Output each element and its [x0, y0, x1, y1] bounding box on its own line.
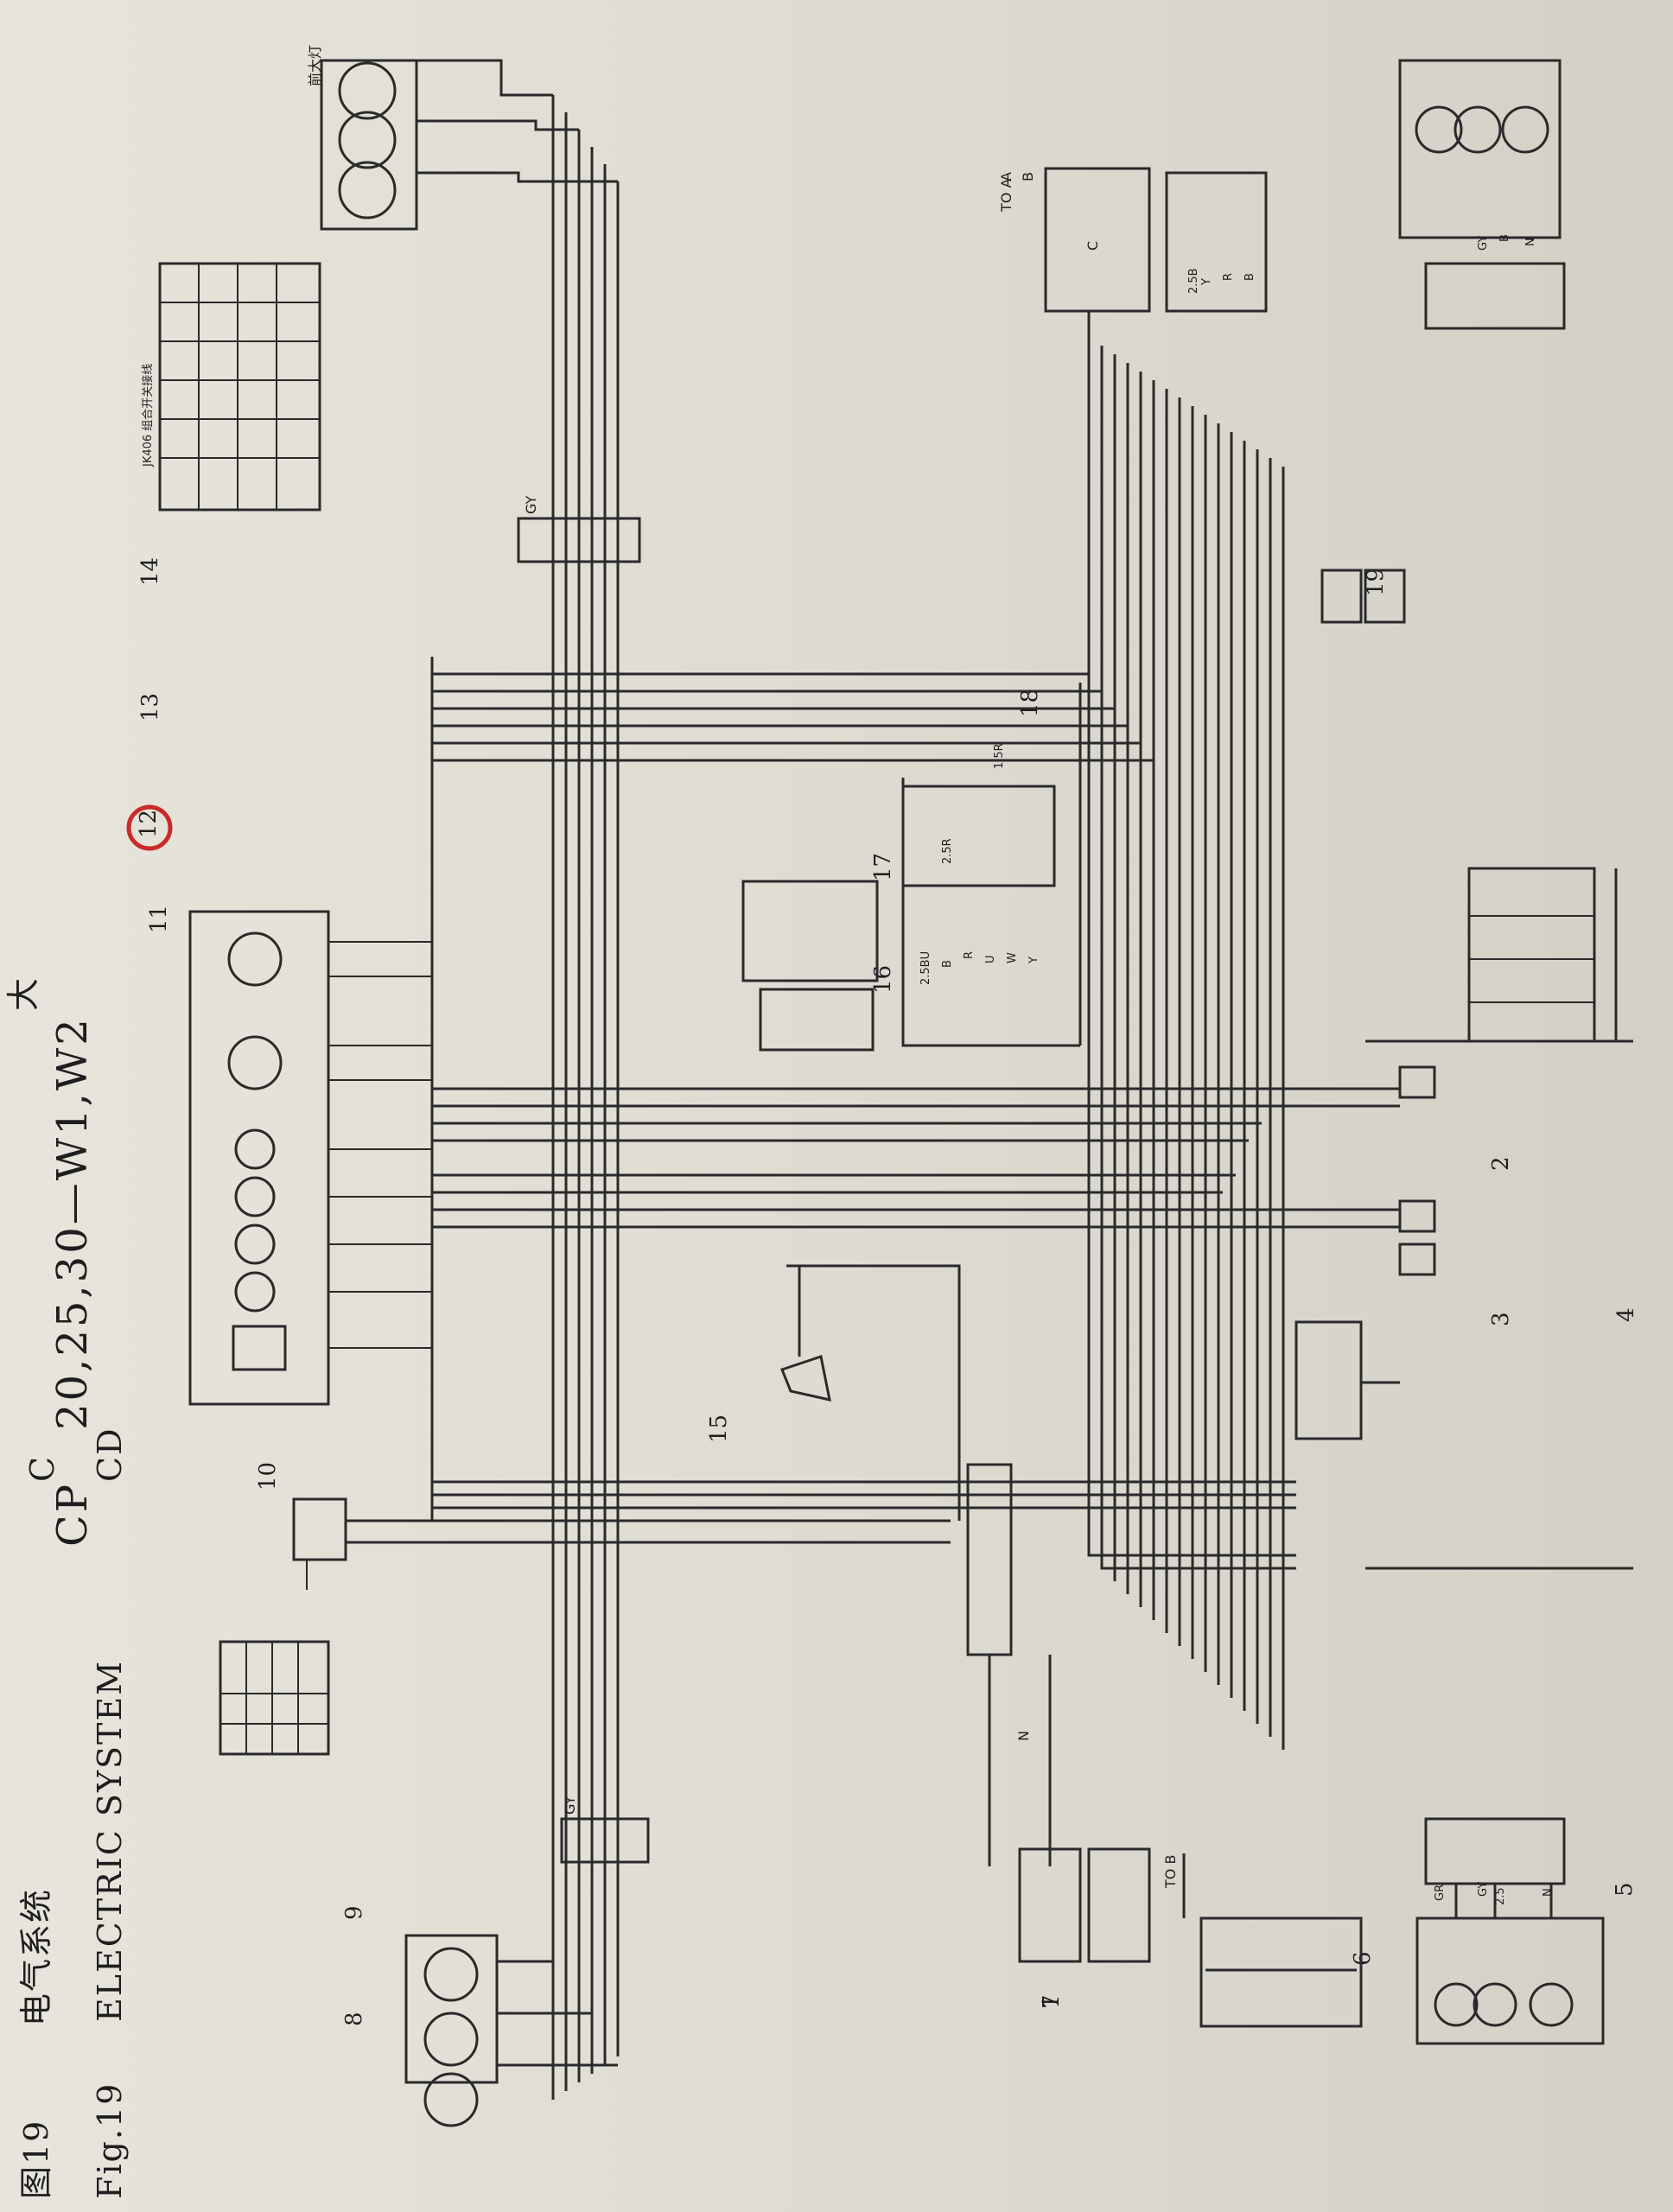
svg-text:5: 5 — [1612, 1882, 1638, 1897]
svg-text:R: R — [963, 951, 976, 959]
svg-text:13: 13 — [137, 693, 163, 721]
svg-text:前大灯: 前大灯 — [307, 45, 323, 86]
model-suffix: 20,25,30—W1,W2 — [48, 1016, 97, 1430]
svg-text:C: C — [1085, 241, 1101, 251]
control-box-top-right — [1044, 59, 1566, 624]
model-sub: CD — [91, 1427, 129, 1482]
connector-gy-top: GY — [517, 495, 641, 563]
svg-text:TO B: TO B — [1162, 1855, 1179, 1889]
relay-box-17 — [741, 683, 1082, 1052]
svg-text:3: 3 — [1488, 1312, 1514, 1326]
connector-gy-bottom: GY — [560, 1796, 650, 1864]
svg-text:GY: GY — [1477, 236, 1490, 251]
svg-text:GY: GY — [523, 495, 539, 514]
figure-label-zh: 图19 — [17, 2120, 55, 2199]
svg-text:2.5: 2.5 — [1494, 1887, 1507, 1905]
svg-text:U: U — [984, 955, 997, 963]
svg-text:GR: GR — [1434, 1885, 1447, 1901]
svg-text:B: B — [941, 960, 954, 968]
instrument-cluster — [188, 910, 432, 1406]
svg-text:17: 17 — [870, 853, 896, 881]
svg-text:N: N — [1542, 1888, 1555, 1897]
key-switch-10 — [292, 1497, 951, 1590]
svg-text:Y: Y — [1027, 957, 1040, 964]
svg-text:4: 4 — [1613, 1307, 1639, 1322]
svg-text:6: 6 — [1350, 1951, 1376, 1966]
wire-codes: 2.5R 1.5R 2.5BU B R U W Y 2.5B Y R B GY … — [919, 234, 1555, 1905]
figure-title-en: ELECTRIC SYSTEM — [91, 1660, 129, 2022]
svg-text:12: 12 — [136, 810, 162, 838]
figure-title-zh: 电气系统 — [17, 1888, 55, 2026]
terminal-letters: A B C TO A TO B N — [998, 172, 1179, 1889]
horn-15 — [780, 1264, 961, 1521]
rear-lamp-right — [1415, 1817, 1605, 2045]
svg-text:GY: GY — [562, 1796, 578, 1815]
svg-text:14: 14 — [137, 557, 163, 586]
figure-label-en: Fig.19 — [91, 2082, 129, 2199]
svg-text:R: R — [1222, 273, 1235, 281]
switch-table-left — [219, 1640, 330, 1756]
svg-text:B: B — [1244, 273, 1256, 281]
svg-text:16: 16 — [870, 965, 896, 994]
svg-text:2.5BU: 2.5BU — [919, 951, 932, 985]
svg-text:1.5R: 1.5R — [993, 743, 1006, 769]
svg-text:GY: GY — [1477, 1882, 1490, 1897]
svg-text:B: B — [1498, 234, 1511, 242]
top-mark: 大 — [4, 976, 42, 1011]
model-sup: C — [23, 1455, 61, 1482]
battery-6 — [1018, 1847, 1363, 2028]
model-prefix: CP — [48, 1482, 97, 1547]
connector-center-bottom — [966, 1463, 1052, 1866]
svg-text:18: 18 — [1017, 689, 1043, 717]
main-bus-right — [1087, 311, 1296, 1750]
svg-text:W: W — [1006, 952, 1019, 963]
svg-text:8: 8 — [341, 2012, 367, 2026]
svg-text:9: 9 — [341, 1905, 367, 1920]
svg-text:JK406 组合开关接线: JK406 组合开关接线 — [141, 364, 155, 467]
svg-text:2: 2 — [1488, 1156, 1514, 1171]
svg-text:2.5R: 2.5R — [941, 838, 954, 864]
svg-text:10: 10 — [255, 1462, 281, 1491]
rear-lamp-group — [404, 1934, 618, 2127]
sensor-boxes-right — [1295, 1065, 1436, 1440]
callouts: 1 2 3 4 5 6 7 8 9 10 11 12 13 14 15 16 1… — [136, 557, 1639, 2026]
svg-text:7: 7 — [1039, 1994, 1065, 2009]
svg-text:TO A: TO A — [998, 179, 1015, 213]
title-block: 图19 电气系统 Fig.19 ELECTRIC SYSTEM CP C CD … — [4, 976, 129, 2199]
head-lamp-group: 前大灯 — [307, 45, 618, 231]
svg-text:2.5B: 2.5B — [1187, 268, 1200, 294]
highlight-callout-12 — [126, 804, 173, 851]
heater-block — [1467, 867, 1618, 1043]
switch-table-top: JK406 组合开关接线 — [141, 262, 321, 512]
cross-wires — [430, 657, 1633, 1570]
svg-text:Y: Y — [1200, 278, 1213, 286]
svg-text:1: 1 — [1039, 1994, 1065, 2009]
svg-text:19: 19 — [1363, 568, 1389, 596]
svg-text:N: N — [1524, 238, 1537, 246]
svg-text:N: N — [1015, 1731, 1032, 1741]
svg-text:11: 11 — [146, 905, 172, 933]
svg-text:A: A — [998, 172, 1015, 181]
svg-text:B: B — [1020, 172, 1036, 181]
svg-text:15: 15 — [706, 1414, 732, 1443]
